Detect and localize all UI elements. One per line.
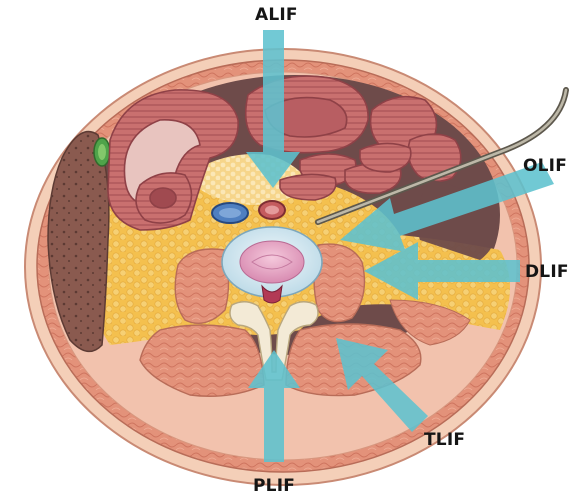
label-dlif: DLIF xyxy=(525,262,569,282)
label-plif: PLIF xyxy=(253,476,295,496)
nucleus-pulposus xyxy=(240,241,304,283)
label-olif: OLIF xyxy=(523,156,567,176)
label-tlif: TLIF xyxy=(424,430,465,450)
left-psoas-muscle xyxy=(175,249,228,323)
label-alif: ALIF xyxy=(255,5,298,25)
